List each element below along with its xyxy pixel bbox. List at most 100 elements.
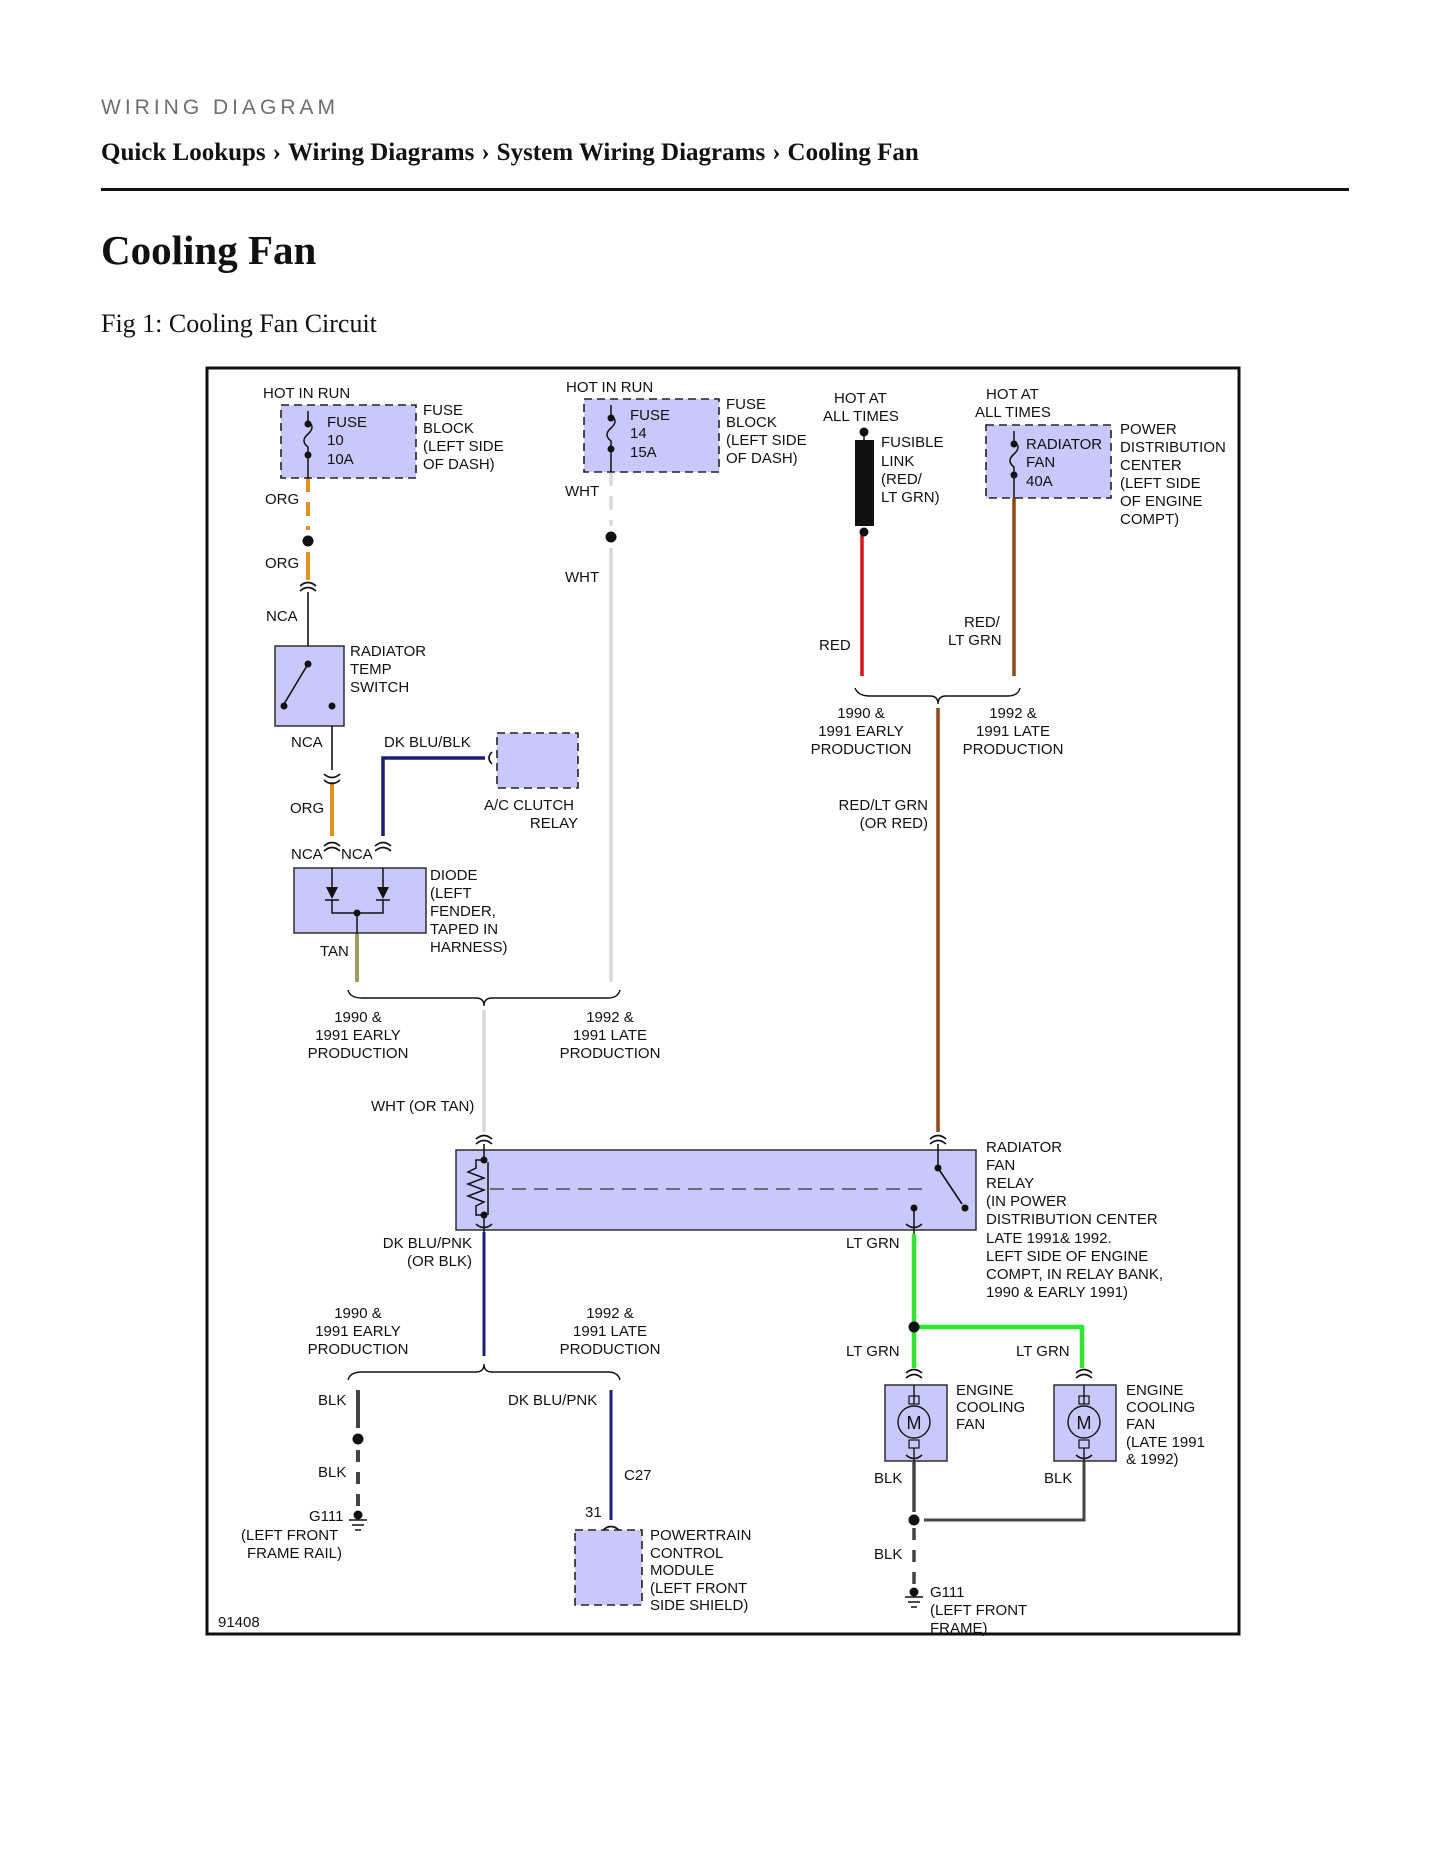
wire-label-blk: BLK <box>874 1470 902 1487</box>
wire-label-nca: NCA <box>291 734 323 751</box>
wire-label-lt-grn: LT GRN <box>846 1343 900 1360</box>
fan-relay-label: RELAY <box>986 1175 1034 1192</box>
production-late: 1991 LATE <box>573 1027 647 1044</box>
splice-points <box>302 531 920 1526</box>
wire-label-nca: NCA <box>291 846 323 863</box>
breadcrumb-quick-lookups[interactable]: Quick Lookups <box>101 139 266 166</box>
fuse-hot-label: HOT IN RUN <box>566 379 653 396</box>
fan-relay-label: DISTRIBUTION CENTER <box>986 1211 1158 1228</box>
ground-name: G111 <box>930 1584 964 1601</box>
fuse-terminal <box>607 445 615 453</box>
connector-arc <box>299 581 317 592</box>
pcm-label: SIDE SHIELD) <box>650 1597 748 1614</box>
fan-label: FAN <box>956 1416 985 1433</box>
fan-relay-box <box>455 1149 977 1231</box>
motor-brush <box>1078 1395 1090 1405</box>
temp-switch-label: RADIATOR <box>350 643 426 660</box>
switch-blade <box>283 663 309 705</box>
wire-label-dk-blu-pnk-or-blk: (OR BLK) <box>407 1253 472 1270</box>
fuse-number: 10 <box>327 432 344 449</box>
fusible-link-hot: HOT AT <box>834 390 887 407</box>
page-title: Cooling Fan <box>101 227 317 273</box>
pin-number: 31 <box>585 1504 602 1521</box>
production-labels: 1990 & 1991 EARLY PRODUCTION 1992 & 1991… <box>308 705 1064 1358</box>
wire-labels: ORG ORG NCA NCA DK BLU/BLK ORG NCA NCA T… <box>265 483 1072 1563</box>
wire-label-blk: BLK <box>318 1464 346 1481</box>
fan-relay-label: FAN <box>986 1157 1015 1174</box>
fuse-number: 14 <box>630 425 647 442</box>
production-braces <box>347 687 1021 1381</box>
production-early: 1991 EARLY <box>315 1323 401 1340</box>
splice-lt-grn <box>908 1321 920 1333</box>
breadcrumb-separator: › <box>772 139 781 166</box>
breadcrumb-cooling-fan[interactable]: Cooling Fan <box>787 139 919 166</box>
breadcrumb-system-wiring-diagrams[interactable]: System Wiring Diagrams <box>496 139 766 166</box>
wire-label-org: ORG <box>265 555 299 572</box>
motor-brush <box>908 1395 920 1405</box>
fusible-link-hot: ALL TIMES <box>823 408 899 425</box>
fusible-link-label: (RED/ <box>881 471 923 488</box>
ground-location: FRAME) <box>930 1620 988 1637</box>
ground-g111-right: G111 (LEFT FRONT FRAME) <box>905 1584 1027 1637</box>
breadcrumb-wiring-diagrams[interactable]: Wiring Diagrams <box>288 139 475 166</box>
pdc-location: POWER <box>1120 421 1177 438</box>
pdc-location: COMPT) <box>1120 511 1179 528</box>
rad-fuse-hot: ALL TIMES <box>975 404 1051 421</box>
fuse-location: (LEFT SIDE <box>423 438 504 455</box>
diode-label: TAPED IN <box>430 921 498 938</box>
fuse-10: HOT IN RUN FUSE 10 10A FUSE BLOCK (LEFT … <box>263 385 504 479</box>
temp-switch-box <box>274 645 345 727</box>
breadcrumb-separator: › <box>272 139 281 166</box>
fuse-terminal <box>1010 440 1018 448</box>
wire-label-red: RED <box>819 637 851 654</box>
motor-icon: M <box>907 1413 922 1433</box>
connector-symbols <box>299 581 1093 1531</box>
breadcrumb-separator: › <box>481 139 490 166</box>
fan-label: COOLING <box>956 1399 1025 1416</box>
ground-icon <box>349 1519 367 1531</box>
connector-arc <box>374 841 392 852</box>
wire-label-dk-blu-pnk-or-blk: DK BLU/PNK <box>383 1235 472 1252</box>
wire-label-org: ORG <box>265 491 299 508</box>
fuse-terminal <box>304 420 312 428</box>
powertrain-control-module: POWERTRAIN CONTROL MODULE (LEFT FRONT SI… <box>574 1467 751 1614</box>
brace-mid-left <box>347 989 621 1007</box>
pdc-location: OF ENGINE <box>1120 493 1203 510</box>
fuse-terminal <box>304 451 312 459</box>
radiator-temp-switch: RADIATOR TEMP SWITCH <box>274 643 426 727</box>
pcm-label: MODULE <box>650 1562 714 1579</box>
fuse-location: OF DASH) <box>726 450 798 467</box>
connector-arc <box>905 1368 923 1379</box>
wire-label-wht-or-tan: WHT (OR TAN) <box>371 1098 474 1115</box>
wire-label-red-lt-grn-or-red: (OR RED) <box>860 815 928 832</box>
ground-location: FRAME RAIL) <box>247 1545 342 1562</box>
diode-label: (LEFT <box>430 885 472 902</box>
connector-arc <box>488 751 493 765</box>
temp-switch-label: TEMP <box>350 661 392 678</box>
fusible-link-label: LT GRN) <box>881 489 940 506</box>
ac-relay-label: RELAY <box>530 815 578 832</box>
fusible-link-terminal <box>859 527 869 537</box>
production-late: 1991 LATE <box>976 723 1050 740</box>
fan-relay-label: COMPT, IN RELAY BANK, <box>986 1266 1163 1283</box>
ground-location: (LEFT FRONT <box>930 1602 1027 1619</box>
connector-arc <box>602 1525 620 1531</box>
production-early: 1990 & <box>334 1009 382 1026</box>
engine-cooling-fan-1: M ENGINE COOLING FAN <box>884 1382 1025 1462</box>
production-early: 1990 & <box>334 1305 382 1322</box>
production-early: 1991 EARLY <box>315 1027 401 1044</box>
header-divider <box>101 188 1349 191</box>
radiator-fan-relay: RADIATOR FAN RELAY (IN POWER DISTRIBUTIO… <box>455 1139 1163 1301</box>
fusible-link-label: FUSIBLE <box>881 434 944 451</box>
relay-coil <box>465 1159 487 1216</box>
ground-point <box>353 1510 363 1520</box>
fuse-location: BLOCK <box>423 420 474 437</box>
rad-fuse-hot: HOT AT <box>986 386 1039 403</box>
figure-caption: Fig 1: Cooling Fan Circuit <box>101 309 377 338</box>
fusible-link: HOT AT ALL TIMES FUSIBLE LINK (RED/ LT G… <box>823 390 944 537</box>
fuse-terminal <box>607 414 615 422</box>
engine-cooling-fan-2: M ENGINE COOLING FAN (LATE 1991 & 1992) <box>1053 1382 1205 1468</box>
rad-fuse-sub: FAN <box>1026 454 1055 471</box>
production-late: 1992 & <box>586 1305 634 1322</box>
pcm-label: CONTROL <box>650 1545 723 1562</box>
